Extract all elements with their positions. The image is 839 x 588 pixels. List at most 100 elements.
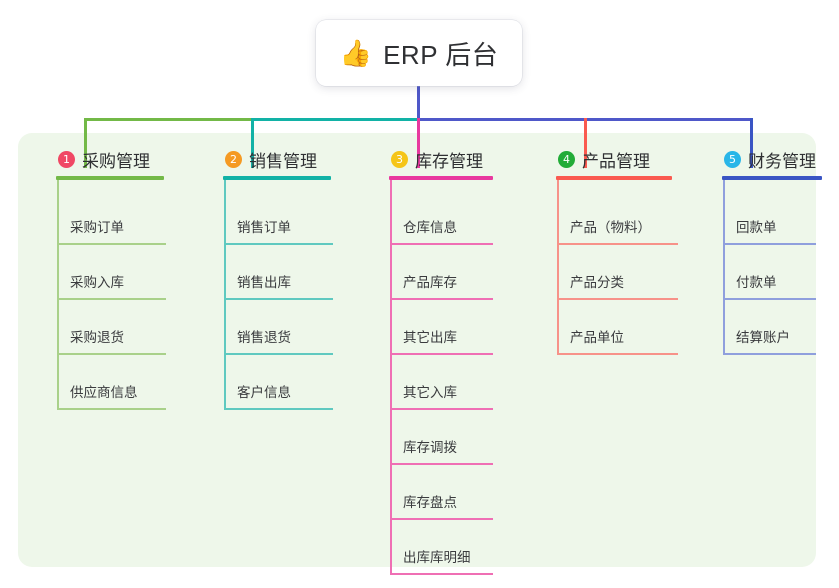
- leaf-item-label: 产品分类: [570, 275, 624, 290]
- leaf-item-rule: [58, 243, 166, 245]
- branch-header-库存管理[interactable]: 3 库存管理: [371, 146, 513, 172]
- branch-column-财务管理: 5 财务管理回款单付款单结算账户: [704, 146, 836, 355]
- leaf-item-label: 结算账户: [736, 330, 790, 345]
- leaf-item-label: 付款单: [736, 275, 777, 290]
- leaf-item-rule: [724, 353, 816, 355]
- root-stem-line: [417, 86, 420, 121]
- branch-header-rule: [223, 176, 331, 180]
- leaf-item[interactable]: 结算账户: [704, 300, 836, 355]
- leaf-item[interactable]: 产品单位: [538, 300, 698, 355]
- leaf-item-label: 客户信息: [237, 385, 291, 400]
- thumbs-up-icon: 👍: [339, 38, 373, 68]
- connector-drop-1: [84, 118, 87, 168]
- leaf-item-label: 供应商信息: [70, 385, 138, 400]
- leaf-item-rule: [724, 243, 816, 245]
- leaf-item-rule: [391, 298, 493, 300]
- leaf-item[interactable]: 客户信息: [205, 355, 353, 410]
- leaf-item[interactable]: 产品库存: [371, 245, 513, 300]
- branch-number-badge: 5: [724, 150, 741, 168]
- branch-spine-line: [557, 180, 559, 355]
- connector-drop-4: [584, 118, 587, 168]
- leaf-item-rule: [225, 408, 333, 410]
- branch-column-产品管理: 4 产品管理产品（物料） 产品分类产品单位: [538, 146, 698, 355]
- leaf-item[interactable]: 出库库明细: [371, 520, 513, 575]
- leaf-item[interactable]: 供应商信息: [38, 355, 186, 410]
- branch-title: 产品管理: [582, 151, 650, 171]
- leaf-item[interactable]: 销售退货: [205, 300, 353, 355]
- connector-drop-5: [750, 118, 753, 168]
- branch-spine-line: [723, 180, 725, 355]
- leaf-item-rule: [558, 243, 678, 245]
- leaf-item-label: 仓库信息: [403, 220, 457, 235]
- branch-number-badge: 3: [391, 150, 408, 168]
- leaf-item-label: 库存盘点: [403, 495, 457, 510]
- connector-segment-2: [252, 118, 420, 121]
- leaf-item[interactable]: 回款单: [704, 190, 836, 245]
- leaf-item-label: 库存调拨: [403, 440, 457, 455]
- branch-title: 财务管理: [748, 151, 816, 171]
- leaf-item-rule: [724, 298, 816, 300]
- connector-drop-3: [417, 118, 420, 168]
- leaf-item[interactable]: 采购订单: [38, 190, 186, 245]
- leaf-item-rule: [225, 298, 333, 300]
- leaf-item-label: 采购订单: [70, 220, 124, 235]
- leaf-item[interactable]: 其它出库: [371, 300, 513, 355]
- branch-title: 库存管理: [415, 151, 483, 171]
- leaf-item[interactable]: 付款单: [704, 245, 836, 300]
- leaf-item-label: 产品库存: [403, 275, 457, 290]
- leaf-item-label: 销售退货: [237, 330, 291, 345]
- leaf-item[interactable]: 采购入库: [38, 245, 186, 300]
- branch-number-badge: 4: [558, 150, 575, 168]
- root-node-card[interactable]: 👍 ERP 后台: [316, 20, 522, 86]
- branch-title: 销售管理: [249, 151, 317, 171]
- leaf-item-rule: [391, 463, 493, 465]
- leaf-item[interactable]: 其它入库: [371, 355, 513, 410]
- branch-title: 采购管理: [82, 151, 150, 171]
- branch-column-采购管理: 1 采购管理采购订单采购入库采购退货供应商信息: [38, 146, 186, 410]
- branches-panel: [18, 133, 816, 567]
- branch-header-采购管理[interactable]: 1 采购管理: [38, 146, 186, 172]
- branch-spine-line: [57, 180, 59, 410]
- leaf-item-rule: [391, 408, 493, 410]
- branch-header-财务管理[interactable]: 5 财务管理: [704, 146, 836, 172]
- leaf-item[interactable]: 销售订单: [205, 190, 353, 245]
- branch-header-销售管理[interactable]: 2 销售管理: [205, 146, 353, 172]
- leaf-item-label: 采购退货: [70, 330, 124, 345]
- leaf-item-rule: [58, 408, 166, 410]
- branch-column-库存管理: 3 库存管理仓库信息产品库存其它出库其它入库库存调拨库存盘点出库库明细: [371, 146, 513, 575]
- leaf-item-rule: [58, 353, 166, 355]
- branch-column-销售管理: 2 销售管理销售订单销售出库销售退货客户信息: [205, 146, 353, 410]
- leaf-item-label: 产品（物料）: [570, 220, 651, 235]
- leaf-item[interactable]: 采购退货: [38, 300, 186, 355]
- leaf-item-rule: [558, 298, 678, 300]
- leaf-item[interactable]: 产品分类: [538, 245, 698, 300]
- branch-number-badge: 1: [58, 150, 75, 168]
- leaf-item-label: 其它出库: [403, 330, 457, 345]
- leaf-item-label: 产品单位: [570, 330, 624, 345]
- leaf-item[interactable]: 库存盘点: [371, 465, 513, 520]
- leaf-item[interactable]: 仓库信息: [371, 190, 513, 245]
- leaf-item-label: 出库库明细: [403, 550, 471, 565]
- leaf-item-rule: [391, 518, 493, 520]
- leaf-item-rule: [391, 573, 493, 575]
- leaf-item-rule: [58, 298, 166, 300]
- leaf-item-rule: [558, 353, 678, 355]
- leaf-item-label: 回款单: [736, 220, 777, 235]
- leaf-item-rule: [225, 353, 333, 355]
- leaf-item-rule: [391, 243, 493, 245]
- leaf-item-label: 销售订单: [237, 220, 291, 235]
- branch-spine-line: [390, 180, 392, 575]
- branch-number-badge: 2: [225, 150, 242, 168]
- leaf-item-rule: [391, 353, 493, 355]
- branch-header-rule: [722, 176, 822, 180]
- leaf-item-rule: [225, 243, 333, 245]
- connector-segment-1: [85, 118, 254, 121]
- branch-header-产品管理[interactable]: 4 产品管理: [538, 146, 698, 172]
- leaf-item[interactable]: 销售出库: [205, 245, 353, 300]
- leaf-item-label: 采购入库: [70, 275, 124, 290]
- leaf-item[interactable]: 产品（物料）: [538, 190, 698, 245]
- leaf-item-label: 其它入库: [403, 385, 457, 400]
- connector-drop-2: [251, 118, 254, 168]
- leaf-item[interactable]: 库存调拨: [371, 410, 513, 465]
